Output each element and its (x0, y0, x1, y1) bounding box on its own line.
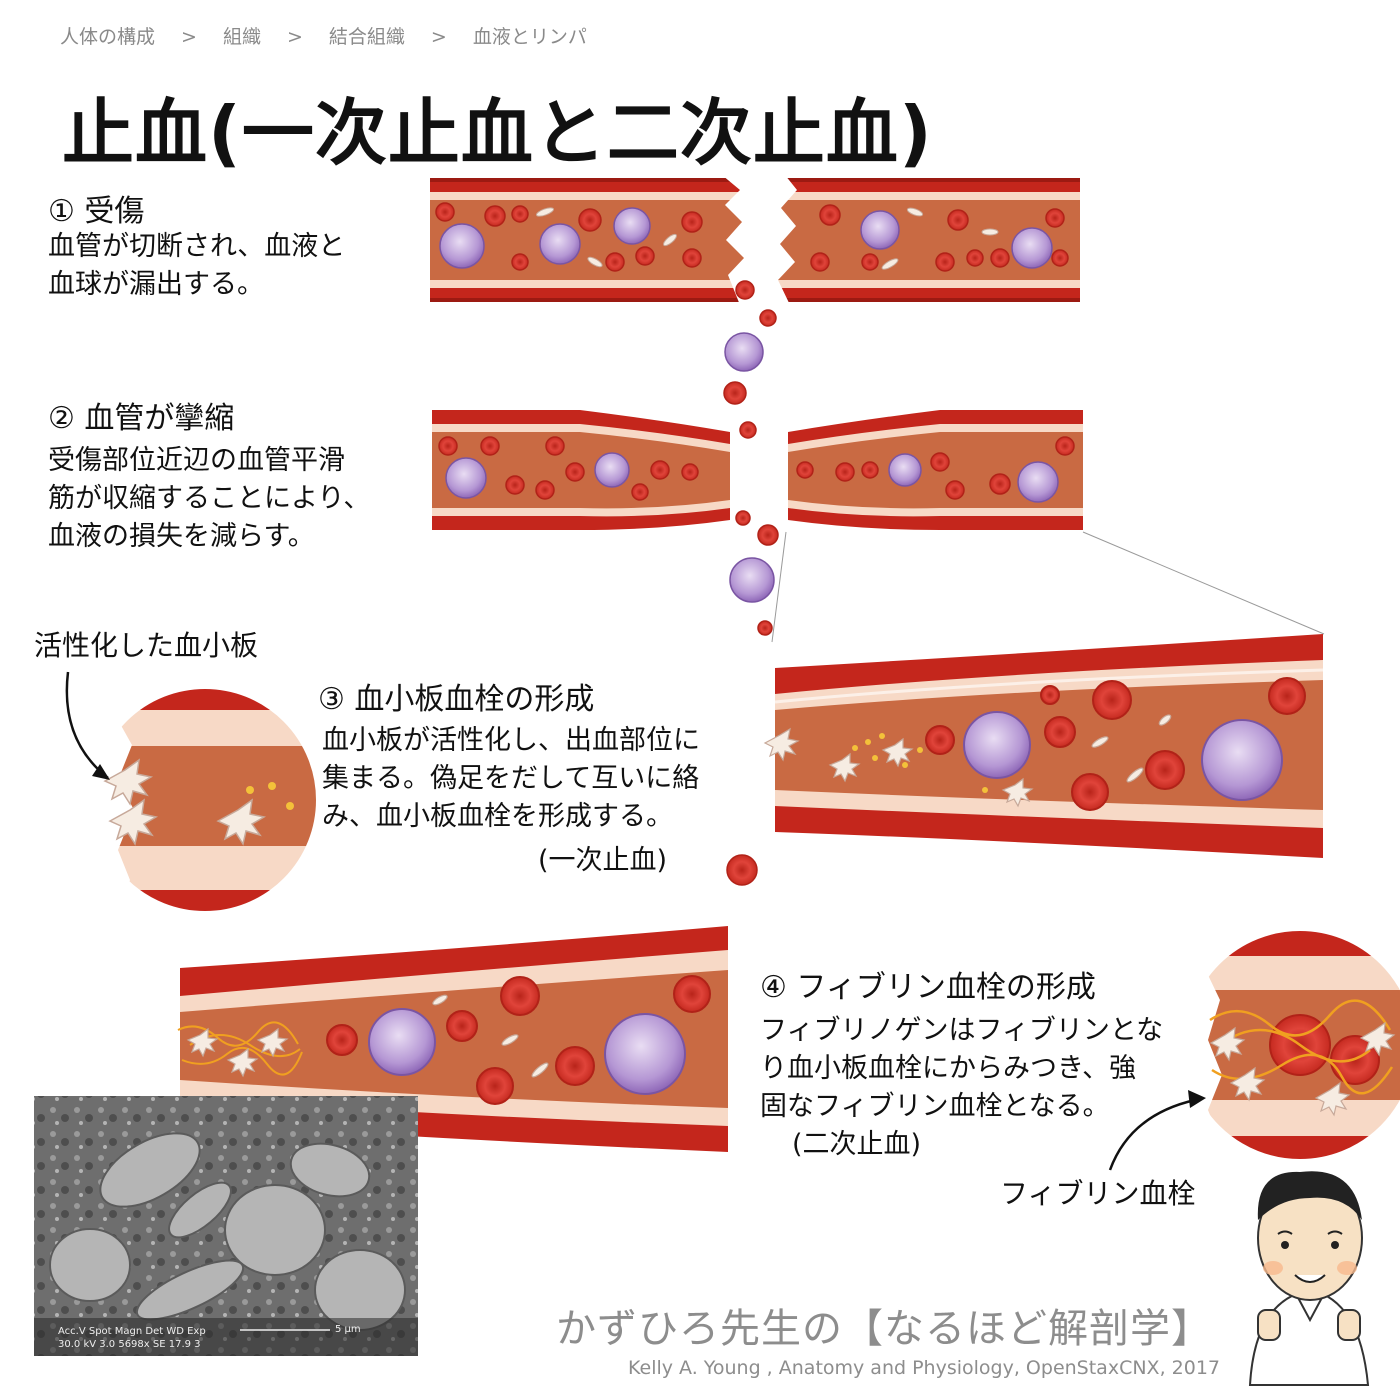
page-title: 止血(一次止血と二次止血) (62, 91, 933, 175)
vessel-layer (430, 192, 1080, 288)
vessel-lumen (430, 200, 1080, 280)
sem-readout-labels: Acc.V Spot Magn Det WD Exp (58, 1326, 206, 1337)
breadcrumb-separator: > (181, 26, 197, 48)
step2-line: 筋が収縮することにより、 (48, 483, 371, 514)
step3-body: 血小板が活性化し、出血部位に 集まる。偽足をだして互いに絡 み、血小板血栓を形成… (322, 722, 700, 836)
step3-line: み、血小板血栓を形成する。 (322, 801, 673, 832)
step2-body: 受傷部位近辺の血管平滑 筋が収縮することにより、 血液の損失を減らす。 (48, 442, 370, 556)
step1-line: 血管が切断され、血液と (48, 231, 346, 262)
vessel-panel-3 (763, 634, 1324, 858)
step1-heading: ① 受傷 (48, 194, 145, 229)
step3-line: 集まる。偽足をだして互いに絡 (322, 763, 700, 794)
step2-line: 血液の損失を減らす。 (48, 521, 315, 552)
vessel-wall (430, 180, 1080, 300)
callout-arrow (65, 671, 109, 779)
step3-note: (一次止血) (538, 845, 668, 876)
fibrin-magnified-circle (1184, 929, 1400, 1161)
step1-line: 血球が漏出する。 (48, 269, 264, 300)
step4-line: り血小板血栓にからみつき、強 (760, 1053, 1137, 1084)
platelet-magnified-circle (92, 687, 318, 913)
image-credit: Kelly A. Young , Anatomy and Physiology,… (628, 1357, 1220, 1379)
step4-line: 固なフィブリン血栓となる。 (760, 1091, 1110, 1122)
activated-platelets (763, 714, 1172, 808)
fibrin-strands (177, 1021, 303, 1076)
breadcrumb-item[interactable]: 結合組織 (328, 26, 405, 48)
sem-scale-label: 5 μm (335, 1324, 361, 1335)
step2-line: 受傷部位近辺の血管平滑 (48, 445, 345, 476)
step4-line: フィブリノゲンはフィブリンとな (760, 1015, 1164, 1046)
step3-heading: ③ 血小板血栓の形成 (318, 682, 595, 717)
breadcrumb-item[interactable]: 組織 (222, 26, 261, 48)
escaping-blood-cells (723, 280, 779, 886)
step1-body: 血管が切断され、血液と 血球が漏出する。 (48, 228, 345, 304)
activated-platelet-label: 活性化した血小板 (34, 629, 259, 662)
teacher-mascot (1248, 1171, 1370, 1386)
vessel-tear (722, 175, 797, 305)
step4-heading: ④ フィブリン血栓の形成 (760, 970, 1096, 1005)
breadcrumb-item[interactable]: 人体の構成 (60, 26, 156, 48)
breadcrumb-separator: > (430, 26, 447, 48)
step2-heading: ② 血管が攣縮 (48, 401, 235, 436)
vessel-panel-2 (432, 410, 1083, 530)
sem-readout-values: 30.0 kV 3.0 5698x SE 17.9 3 (58, 1339, 201, 1350)
zoom-line (771, 531, 787, 643)
zoom-line (1082, 531, 1325, 635)
vessel-panel-4 (177, 926, 728, 1152)
step4-note: (二次止血) (792, 1129, 922, 1160)
breadcrumb: 人体の構成 > 組織 > 結合組織 > 血液とリンパ (60, 22, 587, 49)
breadcrumb-item[interactable]: 血液とリンパ (472, 26, 587, 48)
step3-line: 血小板が活性化し、出血部位に (322, 725, 700, 756)
fibrin-clot-label: フィブリン血栓 (1000, 1177, 1196, 1210)
vessel-panel-1 (430, 175, 1080, 305)
brand-name: かずひろ先生の【なるほど解剖学】 (556, 1306, 1212, 1352)
step4-body: フィブリノゲンはフィブリンとな り血小板血栓にからみつき、強 固なフィブリン血栓… (760, 1012, 1163, 1126)
breadcrumb-separator: > (286, 26, 303, 48)
sem-micrograph: Acc.V Spot Magn Det WD Exp 30.0 kV 3.0 5… (34, 1096, 418, 1356)
